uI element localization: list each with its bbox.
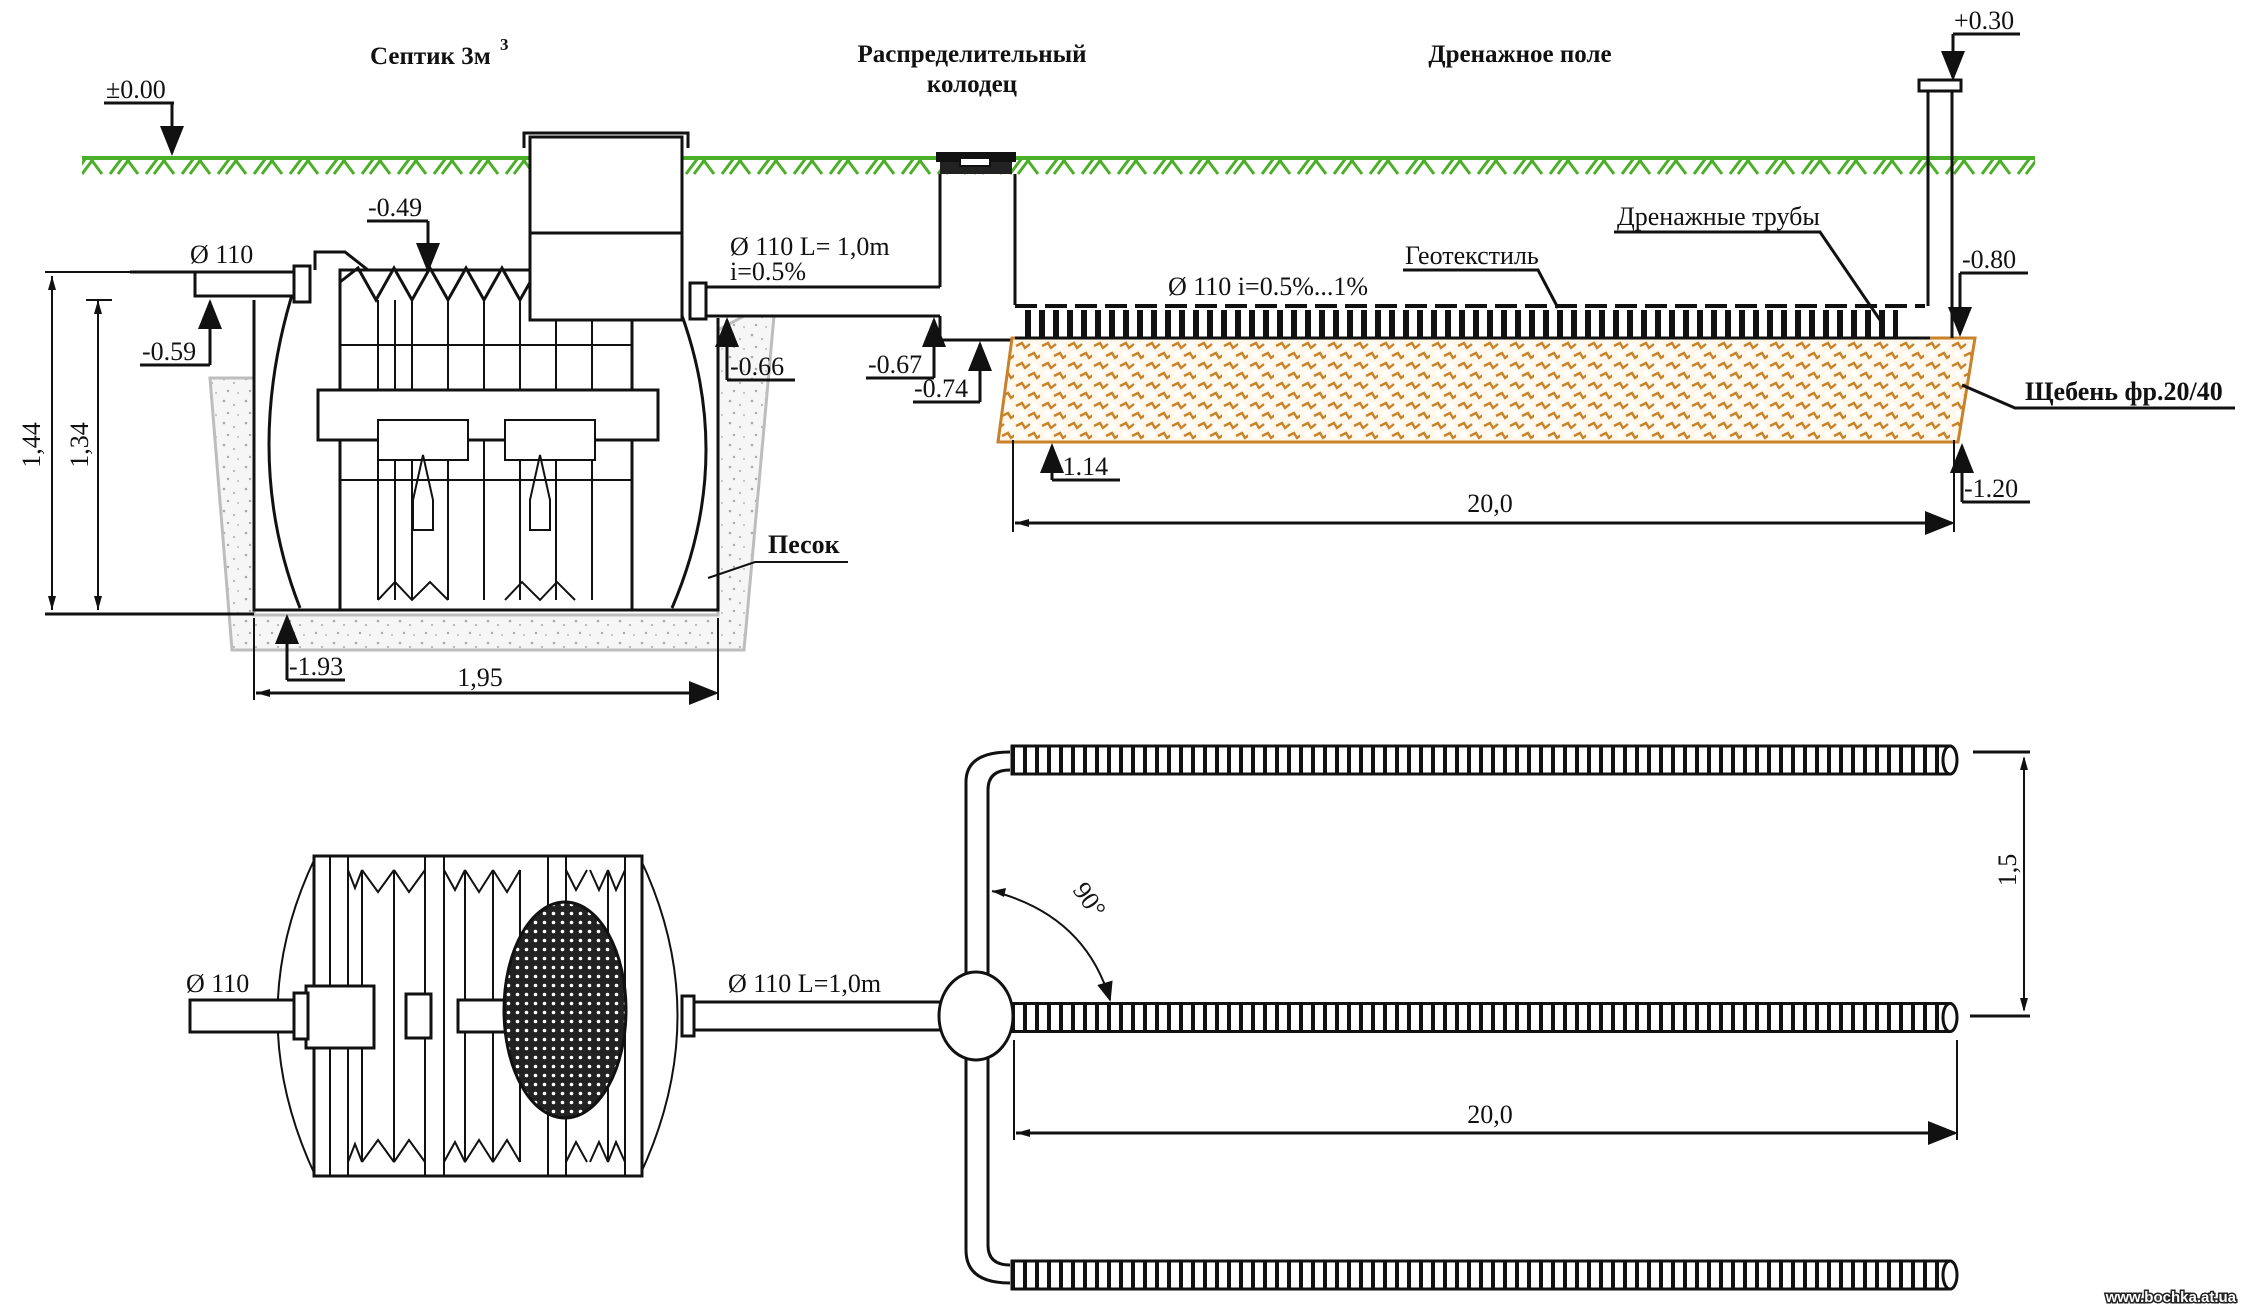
level-well-inlet: -0.67	[866, 317, 946, 380]
svg-text:-0.59: -0.59	[142, 337, 196, 366]
dim-lateral-length: 20,0	[1013, 1040, 1958, 1145]
callout-drain-pipes: Дренажные трубы	[1614, 202, 1882, 321]
svg-text:Песок: Песок	[768, 530, 840, 559]
level-tank-bottom: -1.93	[275, 614, 345, 682]
connection-pipe-label-line2: i=0.5%	[730, 257, 806, 286]
ground-surface	[82, 156, 2035, 178]
svg-text:Дренажные трубы: Дренажные трубы	[1617, 202, 1820, 231]
level-drain-pipe: -0.80	[1948, 245, 2028, 337]
drain-laterals	[1010, 744, 1959, 1291]
plan-inlet-label: Ø 110	[186, 969, 249, 998]
drain-lateral	[1010, 1002, 1959, 1033]
drain-pipe-section: Ø 110 i=0.5%...1%	[1015, 272, 1930, 340]
angle-annotation: 90°	[991, 877, 1113, 1002]
septic-title-superscript: 3	[500, 35, 509, 54]
svg-text:-1.20: -1.20	[1964, 474, 2018, 503]
level-inlet-pipe: -0.59	[140, 299, 222, 367]
inlet-pipe-label: Ø 110	[190, 240, 253, 269]
level-ground-marker: ±0.00	[104, 75, 184, 156]
lateral-end-cap	[1941, 1259, 1959, 1291]
drain-lateral	[1010, 1259, 1959, 1291]
connection-pipe-label-line1: Ø 110 L= 1,0m	[730, 232, 890, 261]
svg-text:-1.14: -1.14	[1054, 452, 1108, 481]
dim-tank-height-body: 1,34	[65, 299, 112, 610]
svg-text:-0.67: -0.67	[868, 350, 922, 379]
distribution-well-plan	[937, 970, 1015, 1062]
connection-pipe-plan: Ø 110 L=1,0m	[680, 969, 946, 1038]
drain-pipe-label: Ø 110 i=0.5%...1%	[1168, 272, 1368, 301]
watermark: www.bochka.at.ua	[2105, 1289, 2237, 1306]
drain-lateral	[1010, 744, 1959, 776]
svg-text:Щебень фр.20/40: Щебень фр.20/40	[2025, 377, 2223, 406]
svg-text:-0.49: -0.49	[368, 193, 422, 222]
dim-tank-height-total: 1,44	[17, 271, 254, 616]
svg-text:-0.80: -0.80	[1962, 245, 2016, 274]
lateral-end-cap	[1941, 744, 1959, 776]
septic-tank-plan	[276, 854, 679, 1178]
svg-text:+0.30: +0.30	[1954, 6, 2014, 35]
level-gravel-end: -1.20	[1950, 443, 2030, 504]
vent-riser	[1917, 78, 1963, 338]
level-vent-top: +0.30	[1941, 6, 2020, 81]
svg-text:-0.66: -0.66	[730, 352, 784, 381]
inlet-pipe-plan: Ø 110	[186, 969, 310, 1041]
gravel-bed	[996, 336, 1977, 444]
svg-text:1,34: 1,34	[65, 422, 94, 468]
level-well-outlet: -0.74	[913, 341, 992, 404]
svg-text:20,0: 20,0	[1467, 1100, 1513, 1129]
septic-riser	[522, 131, 690, 322]
dim-tank-length: 1,95	[253, 618, 719, 705]
svg-text:-1.93: -1.93	[289, 652, 343, 681]
distribution-well-title-line1: Распределительный	[857, 41, 1086, 68]
septic-tank-section	[252, 264, 720, 612]
level-inlet-top: -0.49	[367, 193, 440, 273]
drain-field-title: Дренажное поле	[1428, 41, 1611, 68]
svg-text:90°: 90°	[1067, 877, 1112, 923]
distribution-well-title-line2: колодец	[927, 71, 1017, 98]
svg-text:20,0: 20,0	[1467, 489, 1513, 518]
septic-title: Септик 3м	[370, 43, 491, 70]
dim-drain-field-length: 20,0	[1012, 440, 1955, 535]
lateral-end-cap	[1941, 1002, 1959, 1033]
plan-connection-label: Ø 110 L=1,0m	[728, 969, 881, 998]
svg-text:Геотекстиль: Геотекстиль	[1405, 241, 1539, 270]
outlet-pipe-section: Ø 110 L= 1,0m i=0.5%	[688, 232, 1015, 342]
svg-text:1,44: 1,44	[17, 422, 46, 468]
callout-gravel: Щебень фр.20/40	[1961, 377, 2235, 410]
callout-geotextile: Геотекстиль	[1403, 241, 1560, 309]
svg-text:-0.74: -0.74	[914, 374, 968, 403]
svg-text:±0.00: ±0.00	[106, 75, 166, 104]
hatch-mesh-cover	[502, 900, 628, 1120]
level-outlet-pipe: -0.66	[715, 317, 795, 382]
dim-lateral-spacing: 1,5	[1970, 750, 2030, 1018]
distribution-well-section	[936, 152, 1017, 305]
callout-sand: Песок	[707, 530, 848, 579]
svg-text:1,95: 1,95	[457, 663, 503, 692]
svg-text:1,5: 1,5	[1993, 854, 2022, 887]
level-gravel-start: -1.14	[1040, 443, 1120, 482]
